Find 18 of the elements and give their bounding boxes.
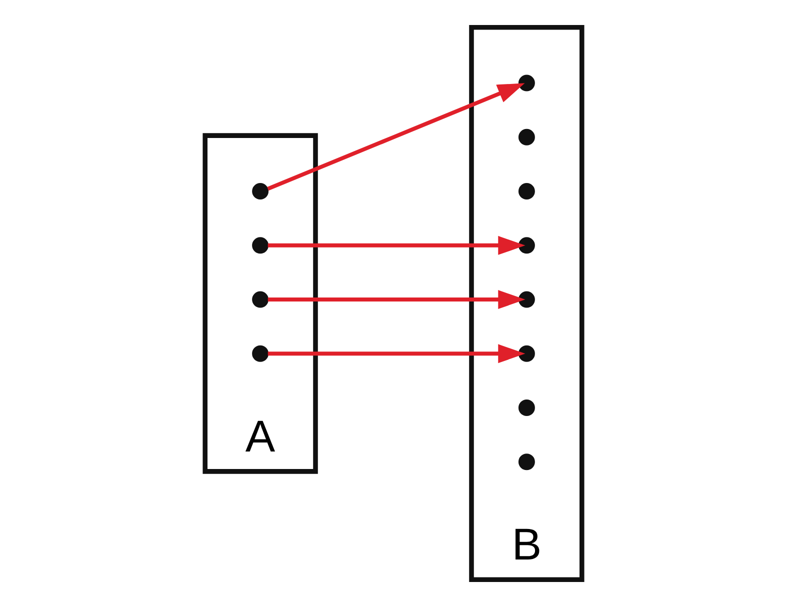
cluster: B xyxy=(469,24,584,582)
arrow xyxy=(268,236,526,255)
node-circle xyxy=(518,345,535,362)
node-circle xyxy=(252,183,269,200)
arrow xyxy=(267,83,525,191)
node-circle xyxy=(518,454,535,470)
node-circle xyxy=(252,345,269,362)
node-circle xyxy=(518,183,535,200)
node-circle xyxy=(518,291,535,308)
cluster: A xyxy=(202,133,318,474)
node-circle xyxy=(518,237,535,254)
node-circle xyxy=(518,74,535,92)
arrow xyxy=(268,344,526,364)
node-circle xyxy=(252,237,269,254)
node-circle xyxy=(518,400,535,416)
node-circle xyxy=(518,128,535,146)
node-circle xyxy=(252,291,269,308)
arrow xyxy=(268,290,526,309)
